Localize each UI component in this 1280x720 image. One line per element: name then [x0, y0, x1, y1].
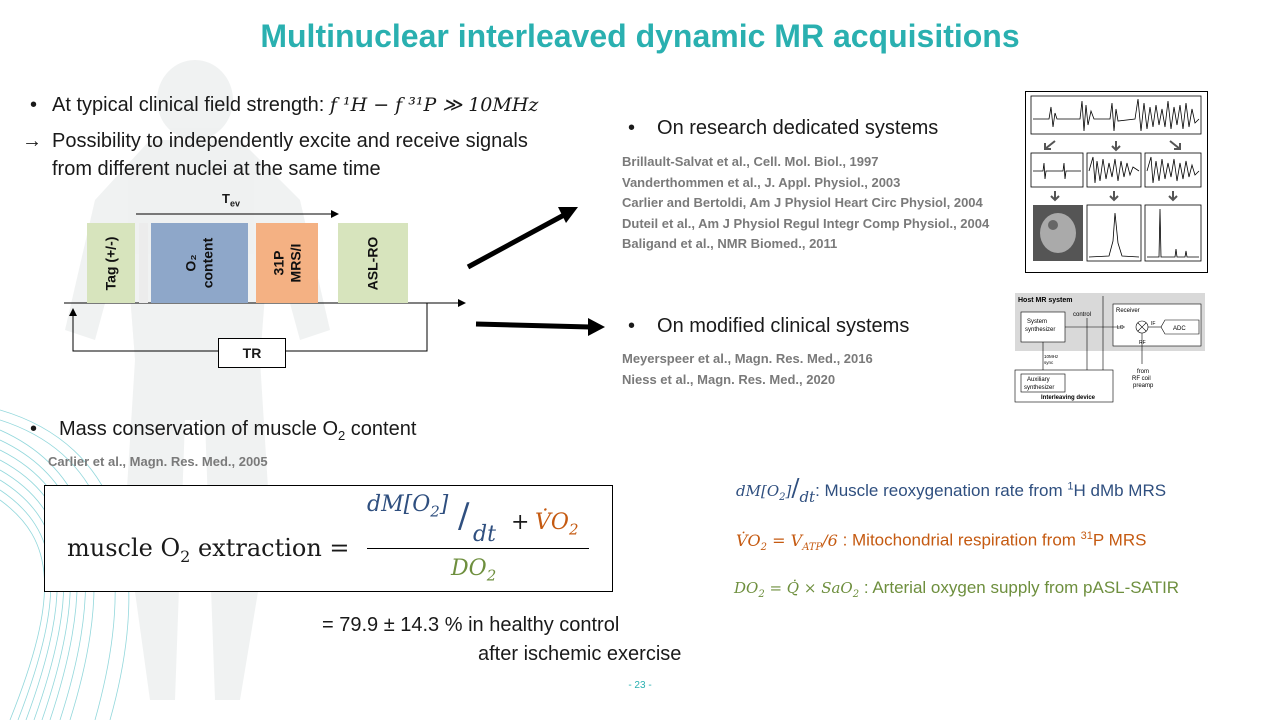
- hardware-diagram: Host MR system System synthesizer contro…: [1014, 293, 1205, 403]
- pointer-arrows: [466, 207, 605, 336]
- research-citations: Brillault-Salvat et al., Cell. Mol. Biol…: [622, 152, 989, 255]
- fraction-bar: [367, 548, 589, 549]
- aux-label-1: Auxiliary: [1027, 377, 1050, 383]
- numerator-slash: /: [458, 496, 470, 536]
- tev-label: Tev: [222, 191, 240, 209]
- result-line2: after ischemic exercise: [478, 643, 682, 665]
- tr-label: TR: [218, 338, 286, 368]
- fid-trace: [1033, 98, 1200, 132]
- block-tag: Tag (+/-): [87, 223, 135, 303]
- spectra-figure: [1025, 91, 1208, 273]
- numerator-dt: dt: [473, 522, 496, 547]
- host-system-label: Host MR system: [1018, 297, 1072, 304]
- numerator-plus: +: [511, 510, 530, 535]
- numerator-dm: dM[O2]: [367, 492, 449, 521]
- citation-item: Duteil et al., Am J Physiol Regul Integr…: [622, 215, 990, 231]
- definition-dmo2: dM[O2]/dt: Muscle reoxygenation rate fro…: [736, 474, 1167, 506]
- from-label-3: preamp: [1133, 383, 1154, 389]
- slide-title: Multinuclear interleaved dynamic MR acqu…: [260, 18, 1020, 54]
- control-label: control: [1073, 312, 1091, 318]
- bullet-possibility-line1: Possibility to independently excite and …: [52, 130, 528, 152]
- citation-item: Niess et al., Magn. Res. Med., 2020: [622, 371, 836, 387]
- citation-item: Meyerspeer et al., Magn. Res. Med., 2016: [622, 351, 873, 366]
- arrow-right: [475, 321, 591, 330]
- synth-label-2: synthesizer: [1025, 327, 1055, 333]
- frequency-formula: f ¹H − f ³¹P ≫ 10MHz: [329, 94, 539, 116]
- if-label: IF: [1151, 321, 1155, 327]
- result-line1: = 79.9 ± 14.3 % in healthy control: [322, 614, 620, 636]
- definition-vo2: V̇O2 = VATP/6 : Mitochondrial respiratio…: [736, 530, 1147, 553]
- from-label-1: from: [1137, 369, 1149, 375]
- denominator-do2: DO2: [451, 556, 497, 585]
- mass-conservation-citation: Carlier et al., Magn. Res. Med., 2005: [48, 454, 268, 469]
- bullet-clinical-systems: •On modified clinical systems: [628, 315, 910, 337]
- rf-label: RF: [1139, 340, 1146, 346]
- aux-label-2: synthesizer: [1024, 385, 1054, 391]
- synth-label-1: System: [1027, 319, 1047, 325]
- citation-item: Carlier and Bertoldi, Am J Physiol Heart…: [622, 195, 983, 210]
- arrow-right-head: [588, 318, 605, 336]
- citation-item: Brillault-Salvat et al., Cell. Mol. Biol…: [622, 154, 879, 169]
- sync-label-2: sync: [1044, 360, 1054, 365]
- device-label: Interleaving device: [1041, 395, 1096, 401]
- receiver-label: Receiver: [1116, 308, 1140, 314]
- equation-lhs: muscle O2 extraction =: [67, 534, 350, 566]
- bullet-text: At typical clinical field strength:: [52, 94, 330, 116]
- from-label-2: RF coil: [1132, 376, 1151, 382]
- small-arrow-icon: [1169, 140, 1181, 150]
- citation-item: Vanderthommen et al., J. Appl. Physiol.,…: [622, 174, 901, 190]
- bullet-mass-conservation: •Mass conservation of muscle O2 content: [30, 418, 417, 443]
- sync-label-1: 10MHz: [1044, 354, 1059, 359]
- definition-do2: DO2 = Q̇ × SaO2 : Arterial oxygen supply…: [734, 578, 1180, 600]
- arrow-up-right: [466, 212, 566, 270]
- bullet-possibility-line2: from different nuclei at the same time: [52, 158, 381, 180]
- right-arrow-icon: →: [22, 130, 42, 152]
- numerator-vo2: V̇O2: [535, 510, 579, 539]
- block-asl-ro: ASL-RO: [338, 223, 408, 303]
- clinical-citations: Meyerspeer et al., Magn. Res. Med., 2016…: [622, 349, 873, 390]
- adc-label: ADC: [1173, 326, 1186, 332]
- lo-label: LO: [1117, 325, 1124, 331]
- arrow-up-right-head: [558, 207, 578, 223]
- small-arrow-icon: [1044, 140, 1056, 150]
- page-number: - 23 -: [628, 680, 652, 691]
- equation-box: muscle O2 extraction = dM[O2] / dt + V̇O…: [44, 485, 613, 592]
- bullet-dot: •: [30, 94, 38, 116]
- gap-block: [139, 223, 148, 303]
- citation-item: Baligand et al., NMR Biomed., 2011: [622, 236, 838, 251]
- bullet-research-systems: •On research dedicated systems: [628, 117, 939, 139]
- bullet-field-strength: • At typical clinical field strength: f …: [30, 92, 538, 118]
- arrow-bullet: →: [22, 128, 42, 154]
- small-arrow-icon: [1111, 141, 1121, 152]
